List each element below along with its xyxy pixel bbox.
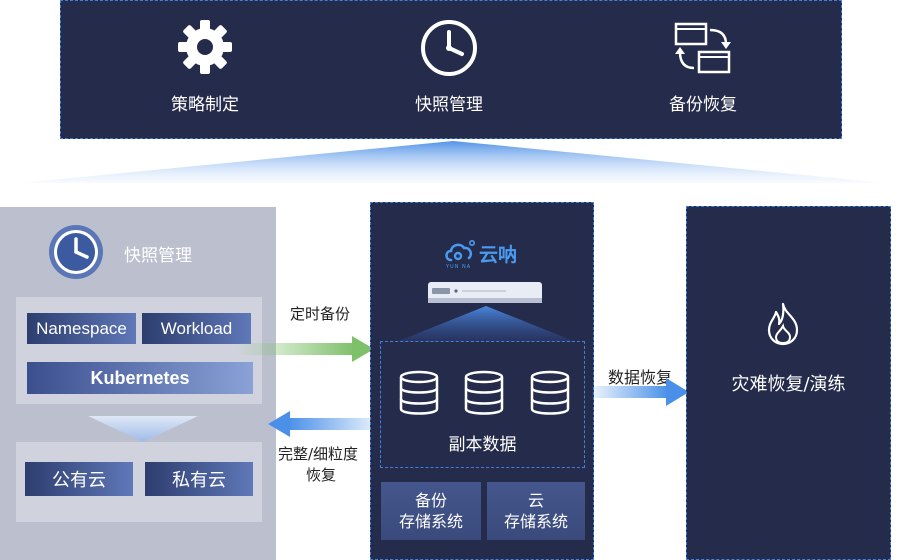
- replica-data-box: [380, 341, 585, 468]
- right-panel: [686, 206, 891, 560]
- database-icon: [463, 370, 505, 416]
- brand-name: 云呐: [479, 244, 518, 266]
- cloud-storage-line1: 云: [527, 491, 544, 510]
- scheduled-backup-arrow: [236, 336, 376, 362]
- restore-arrow: [268, 411, 380, 437]
- left-down-cone: [88, 416, 198, 442]
- workload-chip: Workload: [142, 313, 251, 344]
- public-cloud-chip: 公有云: [25, 462, 133, 496]
- server-icon: [428, 282, 542, 304]
- clock-icon: [419, 18, 479, 78]
- restore-label-1: 完整/细粒度: [278, 445, 359, 463]
- brand-subtitle: YUN NA: [446, 264, 472, 270]
- fire-icon: [763, 302, 803, 346]
- replica-data-label: 副本数据: [448, 435, 517, 455]
- backup-storage-box: 备份 存储系统: [381, 482, 481, 540]
- data-recovery-label: 数据恢复: [608, 368, 673, 387]
- cloud-storage-box: 云 存储系统: [487, 482, 585, 540]
- disaster-recovery-title: 灾难恢复/演练: [731, 374, 846, 395]
- policy-label: 策略制定: [171, 95, 239, 115]
- scheduled-backup-label: 定时备份: [290, 305, 351, 323]
- backup-storage-line2: 存储系统: [398, 512, 463, 531]
- snapshot-label: 快照管理: [415, 95, 483, 115]
- folder-sync-icon: [672, 18, 738, 76]
- namespace-chip: Namespace: [27, 313, 136, 344]
- gear-icon: [176, 18, 234, 76]
- database-icon: [398, 370, 440, 416]
- server-beam: [386, 306, 586, 342]
- private-cloud-chip: 私有云: [145, 462, 253, 496]
- data-recovery-arrow: [592, 378, 690, 406]
- backup-storage-line1: 备份: [414, 491, 447, 510]
- cloud-storage-line2: 存储系统: [503, 512, 568, 531]
- left-panel-title: 快照管理: [124, 246, 192, 266]
- light-beam: [0, 139, 906, 187]
- restore-label-2: 恢复: [306, 466, 337, 484]
- yunna-logo-icon: [443, 238, 477, 266]
- database-icon: [529, 370, 571, 416]
- kubernetes-chip: Kubernetes: [27, 362, 253, 394]
- backup-restore-label: 备份恢复: [669, 95, 737, 115]
- left-clock-icon: [46, 222, 106, 282]
